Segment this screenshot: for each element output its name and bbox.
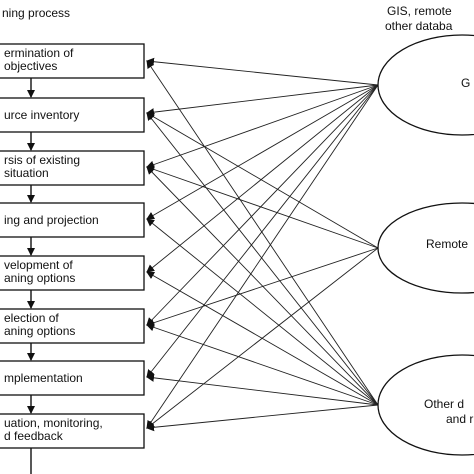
step-label: uation, monitoring, [4,416,103,430]
source-label: and r [446,412,473,426]
step-label: aning options [4,324,75,338]
step-label: objectives [4,59,57,73]
step-box [0,97,145,133]
source-3-to-step-8 [146,404,379,432]
source-ellipse [377,34,474,136]
source-1-to-step-6 [146,84,379,326]
step-label: situation [4,166,49,180]
step-label: mplementation [4,371,83,385]
data-source-2: Remote [377,202,474,294]
source-1-to-step-1 [146,57,379,86]
step-box [0,255,145,291]
step-box [0,308,145,344]
step-box [0,413,145,449]
process-step-2: urce inventory [0,97,145,133]
source-label: Remote [426,237,468,251]
source-1-to-step-2 [146,84,379,117]
step-box [0,360,145,396]
step-label: urce inventory [4,108,79,122]
step-label: aning options [4,271,75,285]
source-ellipse [377,202,474,294]
source-1-to-step-4 [146,84,379,220]
source-2-to-step-3 [146,165,379,249]
step-label: velopment of [4,258,73,272]
source-3-to-step-3 [146,166,379,406]
step-label: election of [4,311,59,325]
source-3-to-step-5 [146,271,379,406]
source-2-to-step-2 [146,112,379,249]
step-label: d feedback [4,429,64,443]
connection-lines [146,57,379,432]
right-column-header-line2: other databa [385,19,453,33]
source-3-to-step-7 [146,373,379,406]
step-label: rsis of existing [4,153,80,167]
step-box [0,202,145,238]
source-ellipse [377,354,474,456]
process-step-4: ing and projection [0,202,145,238]
source-1-to-step-8 [146,84,379,429]
source-1-to-step-3 [146,84,379,169]
source-1-to-step-7 [146,84,379,378]
left-column-header: ning process [2,6,70,20]
step-label: ing and projection [4,213,99,227]
source-1-to-step-5 [146,84,379,273]
process-step-8: uation, monitoring,d feedback [0,413,145,449]
step-box [0,150,145,186]
step-box [0,43,145,79]
source-label: Other d [424,397,464,411]
source-3-to-step-2 [146,112,379,406]
source-3-to-step-6 [146,323,379,406]
process-step-7: mplementation [0,360,145,396]
right-column-header-line1: GIS, remote [387,4,452,18]
data-source-1: G [377,34,474,136]
source-3-to-step-4 [146,218,379,406]
source-label: G [461,76,470,90]
source-3-to-step-1 [146,60,379,406]
step-label: ermination of [4,46,74,60]
